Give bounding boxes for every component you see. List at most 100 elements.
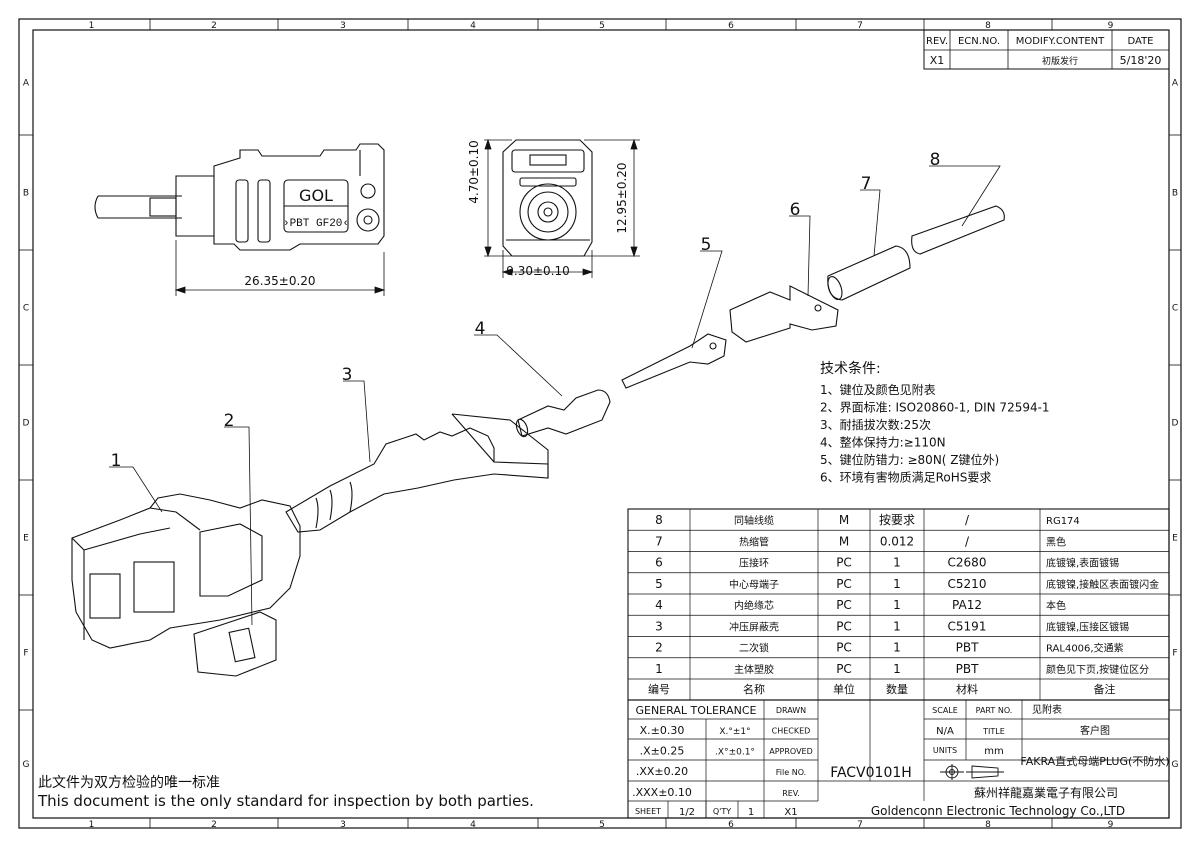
tech-item: 6、环境有害物质满足RoHS要求 — [820, 470, 991, 485]
rev-cell: 5/18'20 — [1120, 54, 1162, 67]
bom-item-no: 7 — [655, 534, 663, 548]
scale-value: N/A — [936, 726, 954, 737]
zone-column-top: 5 — [599, 21, 605, 31]
bom-item-remark: 底镀镍,压接区镀锡 — [1046, 620, 1129, 633]
bom-item-material: PBT — [956, 662, 979, 676]
zone-column-top: 2 — [211, 21, 217, 31]
role-label: APPROVED — [769, 747, 813, 756]
bom-item-remark: RG174 — [1046, 516, 1080, 527]
bom-item-remark: 本色 — [1046, 599, 1066, 612]
part-no-label: PART NO. — [976, 706, 1013, 715]
zone-row-left: D — [23, 419, 30, 429]
zone-row-left: C — [23, 304, 29, 314]
title-block-frame — [627, 699, 1170, 819]
bom-item-name: 同轴线缆 — [734, 514, 774, 527]
length-dimension-line — [174, 240, 386, 296]
side-view — [94, 143, 385, 251]
units-value: mm — [984, 746, 1003, 757]
zone-column-bottom: 9 — [1108, 820, 1114, 830]
zone-row-left: A — [23, 79, 30, 89]
zone-row-right: B — [1172, 189, 1178, 199]
zone-column-top: 7 — [857, 21, 863, 31]
bom-item-qty: 1 — [893, 598, 901, 612]
bom-item-material: PA12 — [952, 598, 982, 612]
bom-item-unit: PC — [836, 619, 852, 633]
bom-item-material: / — [965, 513, 970, 527]
bom-item-qty: 1 — [893, 619, 901, 633]
bom-item-qty: 1 — [893, 577, 901, 591]
bom-item-qty: 1 — [893, 556, 901, 570]
bom-item-name: 中心母端子 — [729, 578, 779, 591]
sheet-label: SHEET — [635, 807, 661, 816]
bom-item-material: C5210 — [948, 577, 987, 591]
rev-cell: X1 — [930, 54, 945, 67]
bom-item-no: 3 — [655, 619, 663, 633]
file-no: FACV0101H — [830, 765, 912, 781]
note-cn: 此文件为双方检验的唯一标准 — [38, 775, 220, 791]
tech-item: 2、界面标准: ISO20860-1, DIN 72594-1 — [820, 401, 1050, 415]
zone-row-left: E — [23, 534, 29, 544]
zone-column-top: 4 — [470, 21, 476, 31]
rev-value: X1 — [784, 807, 797, 818]
bom-item-name: 冲压屏蔽壳 — [729, 620, 779, 633]
file-no-label: File NO. — [776, 768, 806, 777]
zone-column-bottom: 2 — [211, 820, 217, 830]
bom-header: 单位 — [833, 682, 855, 696]
zone-column-bottom: 8 — [985, 820, 991, 830]
rev-table-frame — [923, 29, 1170, 70]
bom-item-unit: PC — [836, 641, 852, 655]
overall-dimension: 12.95±0.20 — [615, 162, 629, 233]
bom-item-no: 8 — [655, 513, 663, 527]
qty-value: 1 — [748, 807, 754, 818]
material-marking: ›PBT GF20‹ — [283, 218, 349, 230]
zone-column-top: 8 — [985, 21, 991, 31]
zone-row-left: F — [23, 649, 28, 659]
rev-header: DATE — [1127, 36, 1153, 47]
qty-label: Q'TY — [713, 807, 731, 816]
bom-item-qty: 按要求 — [879, 513, 915, 527]
bom-item-qty: 1 — [893, 662, 901, 676]
logo-marking: GOL — [299, 186, 333, 205]
bom-header: 数量 — [886, 683, 908, 696]
tech-item: 5、键位防错力: ≥80N( Z键位外) — [820, 452, 999, 467]
zone-column-top: 6 — [728, 21, 734, 31]
tolerance-linear: X.±0.30 — [640, 724, 685, 737]
tolerance-linear: .XXX±0.10 — [632, 786, 692, 799]
rev-header: MODIFY.CONTENT — [1016, 36, 1105, 47]
bom-item-name: 压接环 — [739, 557, 769, 570]
bom-item-name: 二次锁 — [739, 642, 769, 655]
bom-item-unit: M — [839, 513, 849, 527]
bom-item-qty: 1 — [893, 641, 901, 655]
bom-item-remark: 黑色 — [1046, 535, 1066, 548]
bom-item-unit: M — [839, 534, 849, 548]
rev-header: REV. — [926, 36, 948, 47]
bom-item-no: 4 — [655, 598, 663, 612]
bom-item-qty: 0.012 — [880, 534, 914, 548]
length-dimension: 26.35±0.20 — [244, 274, 315, 288]
balloon-6: 6 — [790, 200, 801, 220]
tech-title: 技术条件: — [820, 360, 881, 377]
bom-item-unit: PC — [836, 556, 852, 570]
inner-frame — [32, 29, 1170, 819]
bom-header: 备注 — [1094, 682, 1116, 696]
balloon-4: 4 — [475, 319, 486, 339]
bom-header: 材料 — [956, 682, 978, 696]
bom-item-name: 热缩管 — [739, 535, 769, 548]
zone-column-bottom: 3 — [340, 820, 346, 830]
bom-item-material: C5191 — [948, 619, 987, 633]
bom-item-unit: PC — [836, 577, 852, 591]
bom-header: 编号 — [648, 682, 670, 696]
balloon-3: 3 — [342, 365, 353, 385]
zone-row-right: G — [1172, 760, 1179, 770]
zone-column-bottom: 1 — [89, 820, 95, 830]
product-name: FAKRA直式母端PLUG(不防水) — [1020, 754, 1169, 768]
scale-label: SCALE — [932, 706, 958, 715]
balloon-8: 8 — [930, 150, 941, 170]
exploded-view — [71, 205, 1005, 677]
role-label: DRAWN — [776, 706, 806, 715]
role-label: CHECKED — [772, 727, 811, 736]
